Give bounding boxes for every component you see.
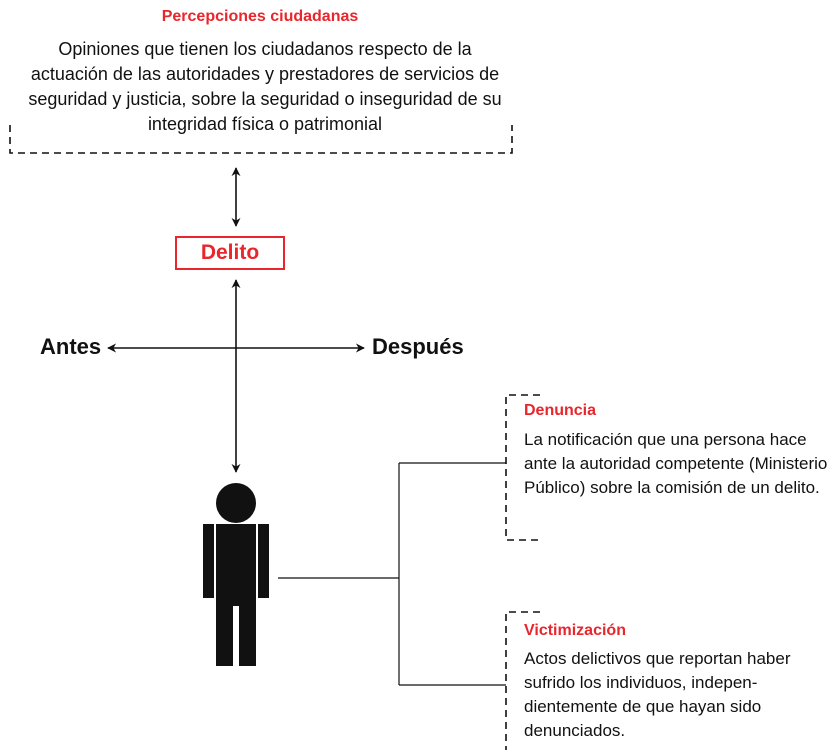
denuncia-bracket [505, 394, 540, 541]
victimizacion-description: Actos delictivos que reportan haber sufr… [524, 649, 791, 740]
victimizacion-title: Victimización [524, 622, 626, 639]
victimizacion-bracket [505, 611, 540, 750]
perceptions-title: Percepciones ciudadanas [161, 8, 359, 25]
denuncia-description: La notificación que una persona hace ant… [524, 430, 828, 497]
before-label: Antes [40, 334, 102, 359]
denuncia-title: Denuncia [524, 402, 597, 419]
perceptions-bracket [9, 125, 513, 154]
perceptions-description: Opiniones que tienen los ciudadanos resp… [28, 39, 502, 134]
after-label: Después [372, 334, 464, 359]
person-icon [203, 483, 269, 666]
person-notes-connector [278, 462, 506, 686]
delito-label: Delito [175, 236, 285, 270]
